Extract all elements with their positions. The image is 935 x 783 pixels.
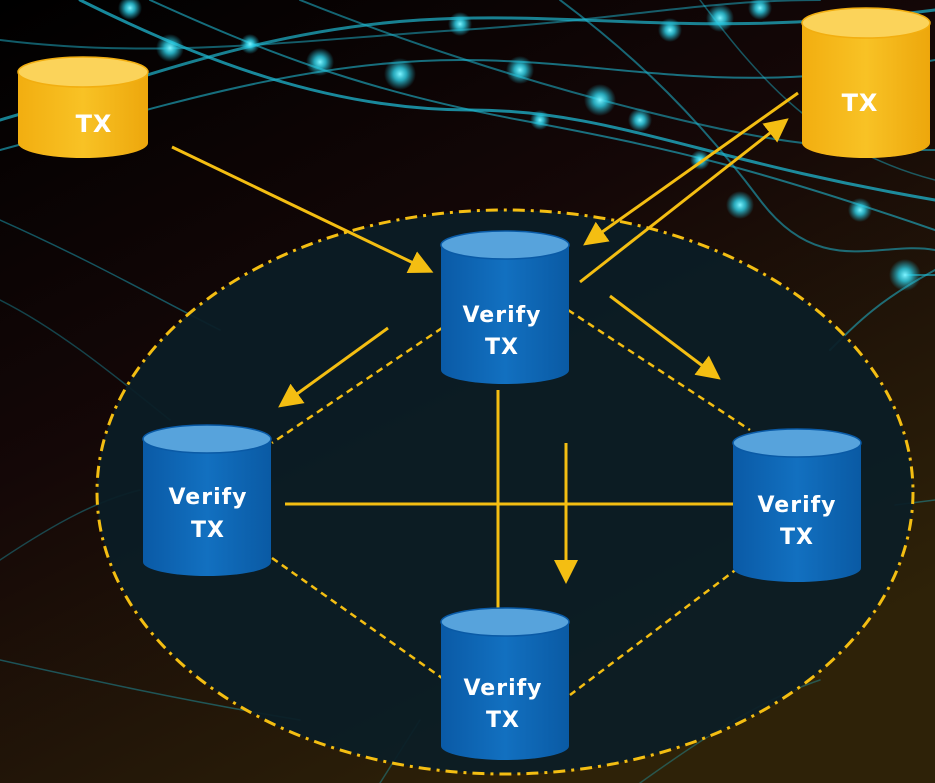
verify-node-left-line2: TX [191,518,225,543]
verify-node-left: Verify TX [142,424,272,576]
verification-cluster-boundary [95,208,915,776]
verify-node-top-line1: Verify [462,303,541,328]
tx-node-left: TX [17,56,149,158]
verify-node-top: Verify TX [440,230,570,384]
verify-node-bottom-line2: TX [486,708,520,733]
verify-node-left-line1: Verify [168,485,247,510]
arrow-tx-to-verify-return [583,91,799,246]
tx-node-right-label: TX [842,89,879,117]
arrow-verify-to-left [278,326,389,408]
verify-node-top-line2: TX [485,335,519,360]
verify-node-bottom-line1: Verify [463,676,542,701]
tx-node-left-label: TX [76,110,113,138]
arrow-verify-to-tx [579,118,789,284]
peer-links-dashed [271,308,751,696]
peer-links-solid [285,390,733,610]
arrow-tx-to-verify [171,145,434,274]
verify-node-bottom: Verify TX [440,607,570,760]
verify-node-right-line1: Verify [757,493,836,518]
verify-node-right-line2: TX [780,525,814,550]
network-node-glows [20,0,921,291]
arrow-verify-to-right [609,294,721,380]
transaction-flow-arrows [171,91,799,584]
tx-node-right: TX [801,7,931,158]
verify-node-right: Verify TX [732,428,862,582]
